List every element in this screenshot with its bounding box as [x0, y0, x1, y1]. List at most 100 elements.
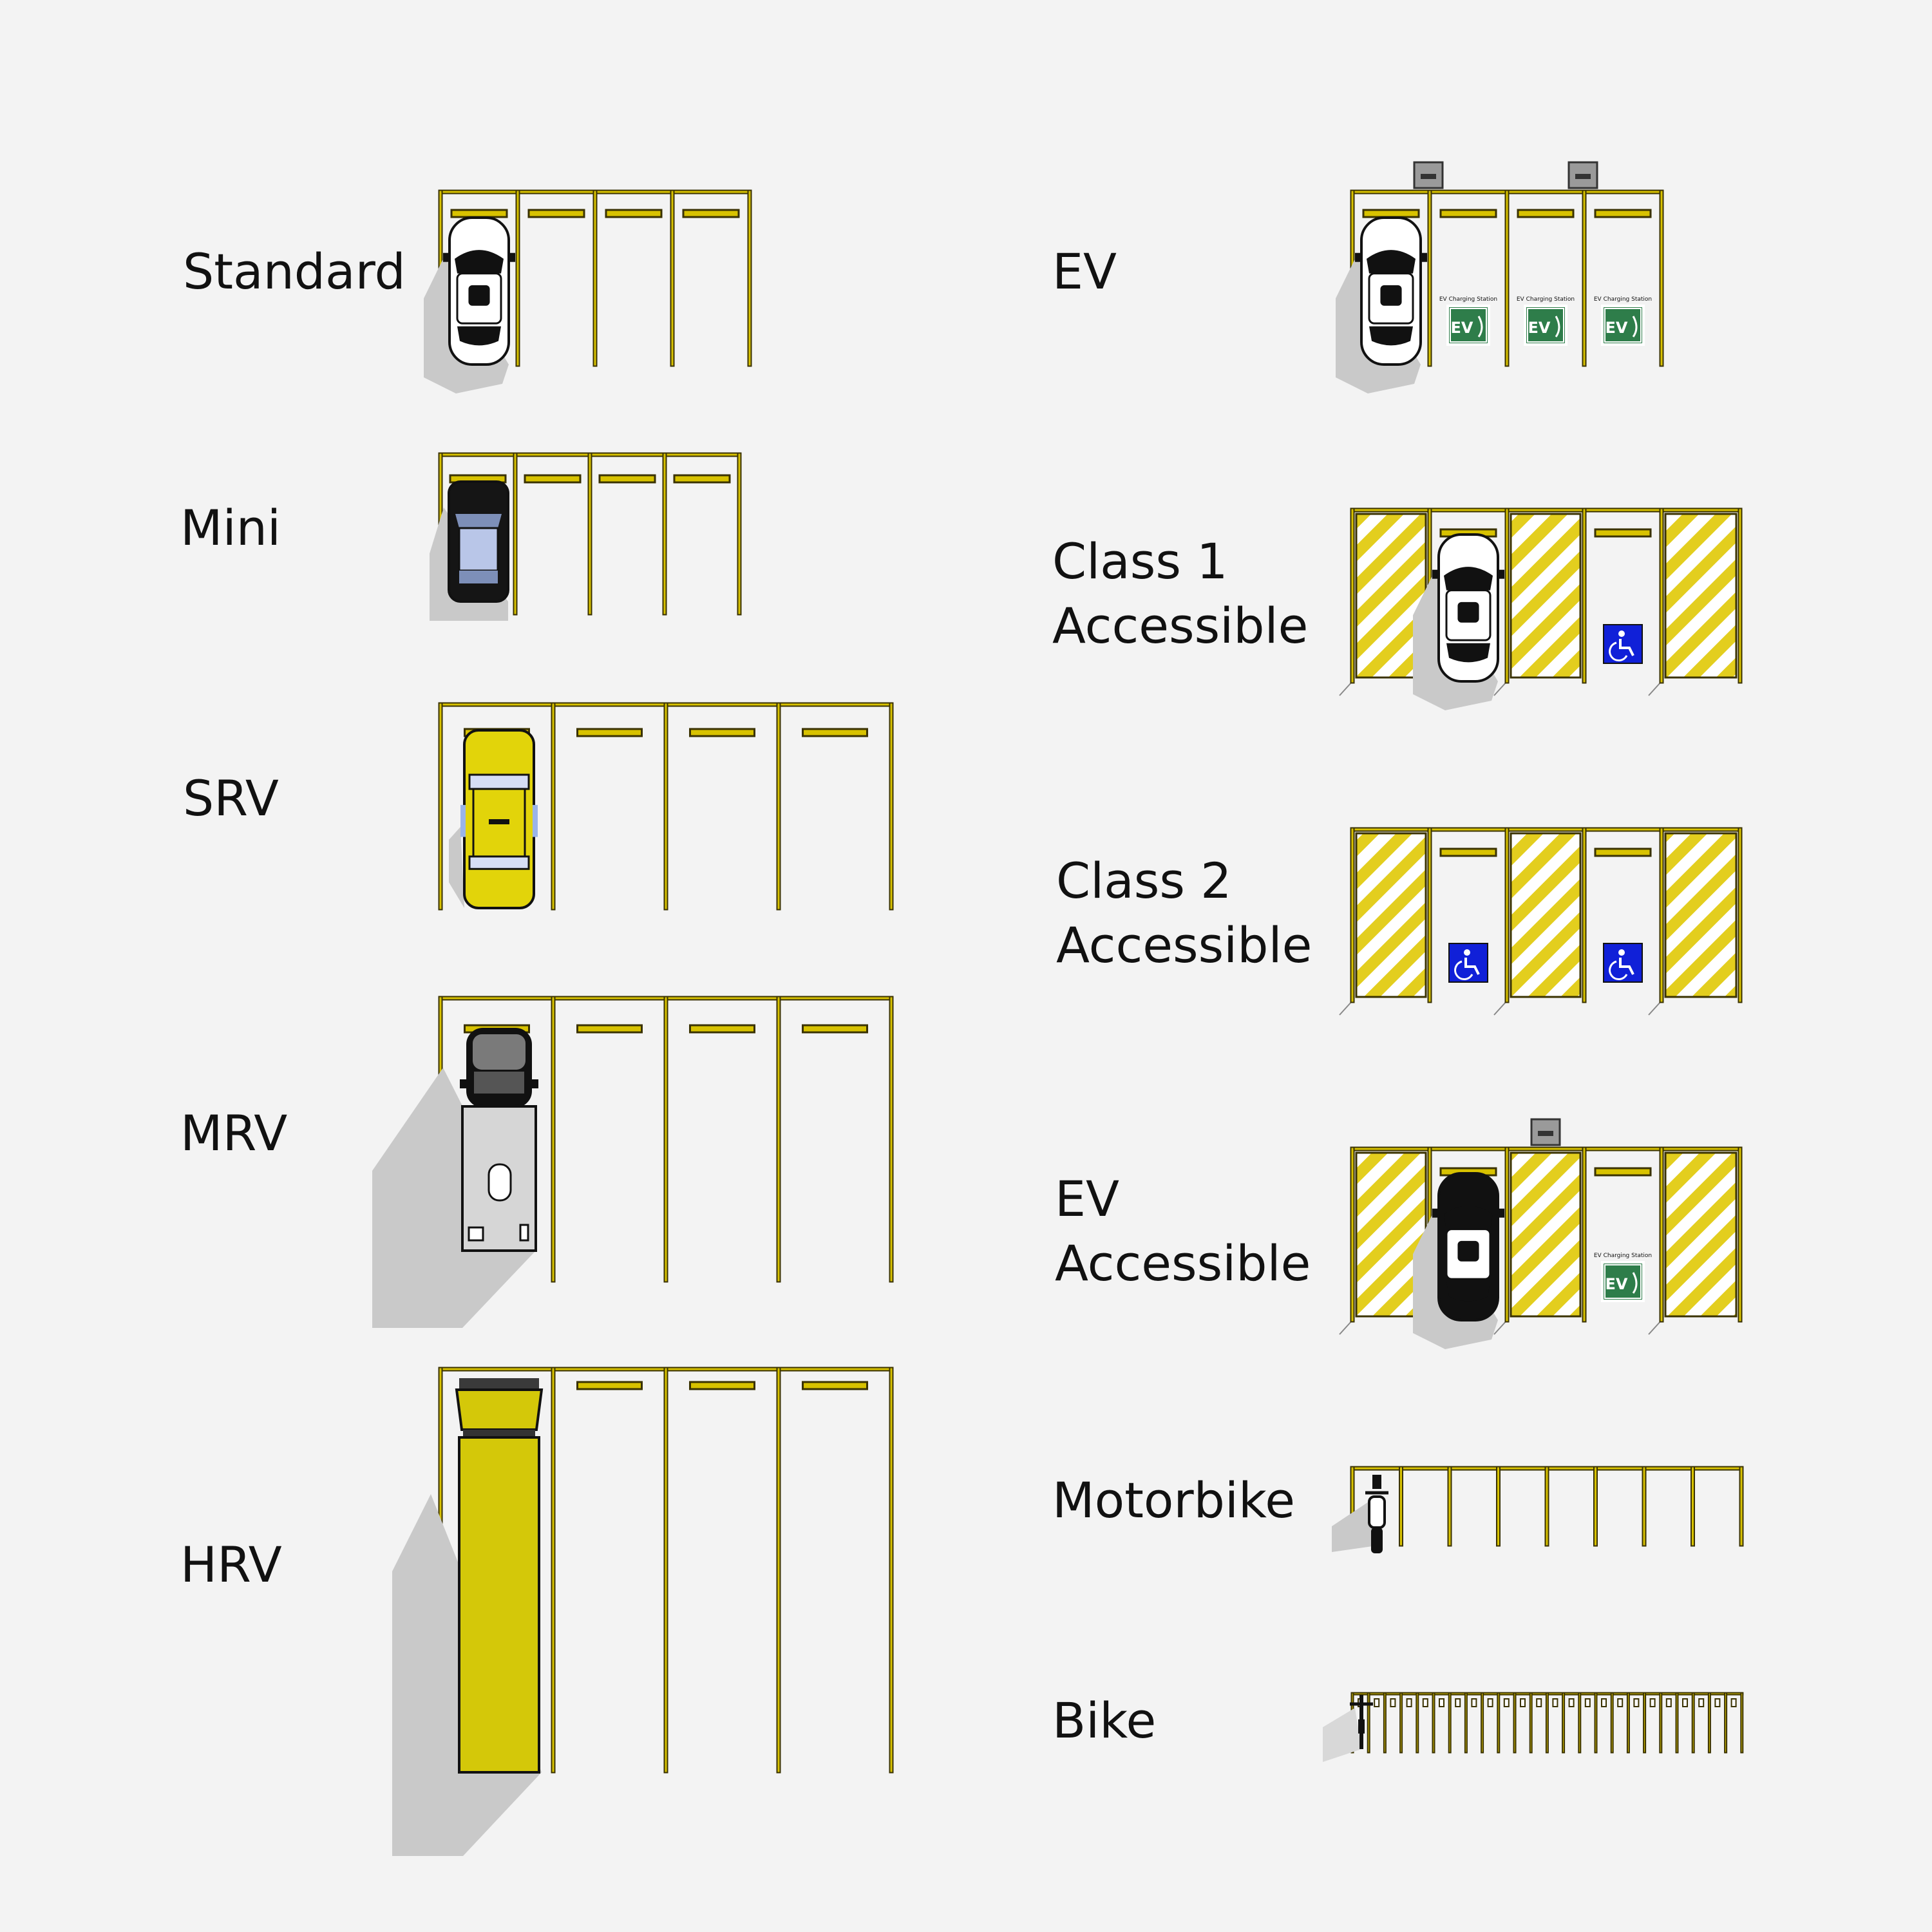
rear-window [459, 571, 498, 583]
wheel-stop-4 [682, 209, 740, 218]
ev-badge-text: EV [1451, 319, 1473, 337]
bike-stand-14 [1568, 1698, 1575, 1707]
windshield [455, 514, 502, 528]
accessible-sign-class2-b [1603, 943, 1643, 983]
bike-stand-9 [1487, 1698, 1493, 1707]
mirror-right [1419, 252, 1427, 262]
seat [1358, 1719, 1365, 1734]
label-standard: Standard [183, 243, 406, 300]
label-srv: SRV [183, 770, 279, 827]
vehicle-class1 [1413, 533, 1504, 710]
hatched-aisle [1664, 513, 1738, 679]
windshield [1444, 567, 1493, 591]
charger-post-2 [1567, 161, 1598, 189]
hatched-aisle [1510, 832, 1582, 998]
wheel-stop-2 [576, 728, 643, 737]
mirror-right [1497, 1208, 1504, 1218]
truck-bumper [459, 1378, 539, 1390]
wheel-stop-4 [673, 474, 731, 484]
vehicle-ev-accessible [1413, 1172, 1504, 1349]
windshield [1444, 1206, 1493, 1229]
label-class1-accessible: Class 1 Accessible [1052, 533, 1309, 654]
rear-window [457, 326, 501, 346]
accessible-sign-class1 [1603, 624, 1643, 664]
label-bike: Bike [1052, 1692, 1157, 1749]
vehicle-srv [449, 729, 538, 909]
sunroof [1457, 601, 1479, 623]
wheel-stop-1 [1439, 848, 1497, 857]
hatched-aisle [1355, 832, 1427, 998]
charger-cable-icon [1632, 1272, 1638, 1294]
windshield [455, 250, 504, 274]
wheel-stop-4 [1594, 209, 1652, 218]
ev-charging-label: EV Charging Station [1439, 296, 1497, 303]
bike-stand-17 [1617, 1698, 1624, 1707]
ev-charging-label: EV Charging Station [1594, 296, 1652, 303]
label-motorbike: Motorbike [1052, 1472, 1296, 1529]
wheel-stop-3 [598, 474, 656, 484]
vehicle-bike [1323, 1695, 1373, 1762]
camper-skylight [488, 1163, 512, 1202]
vehicle-shadow [372, 1068, 536, 1328]
wheel-stop-2 [527, 209, 585, 218]
bays-ev-accessible [1339, 1146, 1743, 1335]
ev-charging-label: EV Charging Station [1594, 1253, 1652, 1259]
ev-badge-text: EV [1528, 319, 1551, 337]
bike-stand-23 [1714, 1698, 1721, 1707]
mirror-left [1432, 569, 1440, 579]
label-class2-accessible: Class 2 Accessible [1056, 852, 1312, 974]
wheel-stop-3 [605, 209, 663, 218]
wheel-stop-2 [576, 1381, 643, 1390]
hatched-aisle [1510, 1151, 1582, 1318]
bike-stand-21 [1682, 1698, 1688, 1707]
bays-class1-accessible [1339, 507, 1743, 696]
wheel-stop-4 [802, 1024, 868, 1034]
bays-bike [1350, 1692, 1744, 1754]
label-mrv: MRV [180, 1104, 288, 1162]
wheel-stop-4 [802, 728, 868, 737]
windshield [474, 1072, 524, 1094]
rear-window [1369, 326, 1413, 346]
wheel-stop-4 [802, 1381, 868, 1390]
label-hrv: HRV [180, 1536, 282, 1593]
wheelchair-icon [1603, 624, 1643, 664]
bike-stand-7 [1455, 1698, 1461, 1707]
hatched-aisle [1664, 832, 1738, 998]
vehicle-mrv [372, 1028, 538, 1328]
vehicle-standard [424, 216, 515, 393]
front-wheel [1372, 1475, 1381, 1489]
sunroof [1380, 285, 1402, 306]
wheel-stop-2 [524, 474, 582, 484]
bays-motorbike [1350, 1466, 1744, 1547]
truck-cab [455, 1388, 544, 1431]
charger-cable-icon [1632, 316, 1638, 337]
bike-stand-5 [1422, 1698, 1428, 1707]
charger-post-1 [1413, 161, 1444, 189]
car-roof [458, 527, 499, 572]
vehicle-shadow [449, 827, 464, 908]
ev-badge-text: EV [1605, 1275, 1628, 1293]
wheel-stop-3 [1517, 209, 1575, 218]
rear-window [1446, 1282, 1490, 1302]
wheel-stop-3 [689, 728, 755, 737]
label-mini: Mini [180, 499, 281, 556]
fuel-tank [1368, 1495, 1386, 1529]
wheel-stop-1 [1362, 209, 1420, 218]
bike-stand-24 [1730, 1698, 1737, 1707]
ev-charging-label: EV Charging Station [1517, 296, 1575, 303]
wheel-stop-3 [1594, 1167, 1652, 1177]
mirror-left [443, 252, 451, 262]
vehicle-mini [430, 480, 509, 621]
bike-stand-16 [1601, 1698, 1607, 1707]
vehicle-hrv [392, 1378, 544, 1856]
bike-stand-22 [1698, 1698, 1705, 1707]
bays-class2-accessible [1339, 827, 1743, 1016]
label-ev: EV [1052, 243, 1117, 300]
ev-sign-plate [1524, 305, 1567, 346]
mirror-left [1355, 252, 1363, 262]
